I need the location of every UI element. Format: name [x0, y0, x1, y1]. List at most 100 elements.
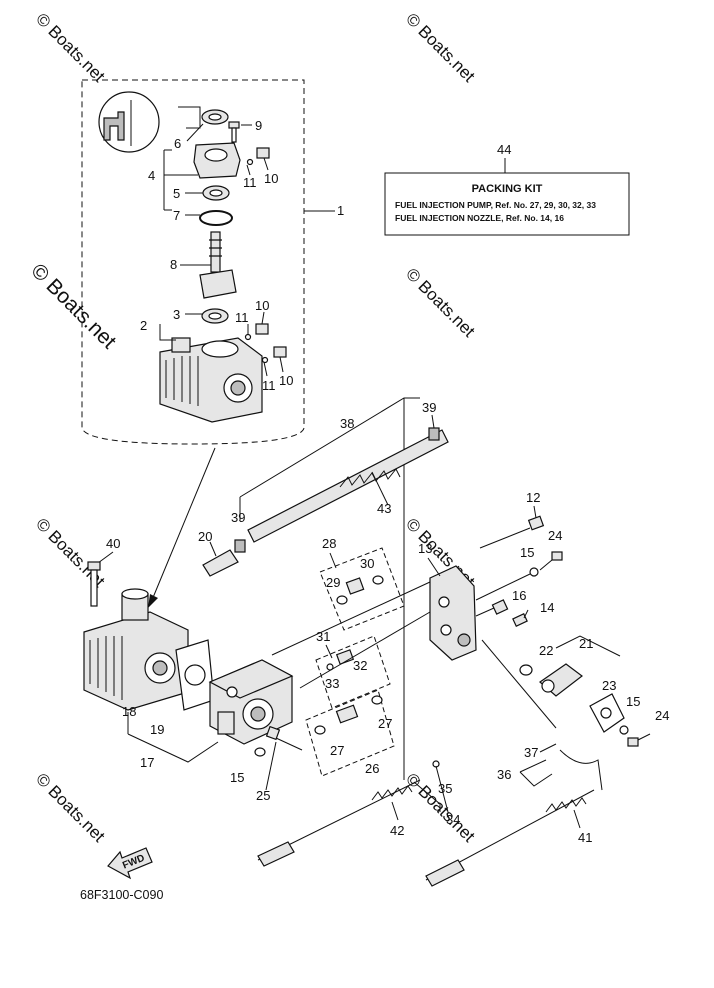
valve-29 [345, 577, 365, 595]
callout-8: 8 [170, 257, 177, 272]
callout-23: 23 [602, 678, 616, 693]
screw-10-lower [273, 346, 287, 358]
callout-3: 3 [173, 307, 180, 322]
control-rod-43 [247, 429, 449, 543]
bolt-9 [228, 121, 240, 129]
detail-section [103, 111, 125, 141]
packing-kit-frame [384, 172, 630, 236]
callout-44: 44 [497, 142, 511, 157]
callout-19: 19 [150, 722, 164, 737]
callout-16: 16 [512, 588, 526, 603]
callout-24: 24 [655, 708, 669, 723]
watermark: © Boats.net [32, 769, 109, 846]
callout-20: 20 [198, 529, 212, 544]
callout-39: 39 [231, 510, 245, 525]
watermark-dark: © Boats.net [26, 259, 120, 353]
callout-10: 10 [264, 171, 278, 186]
callout-13: 13 [418, 541, 432, 556]
callout-38: 38 [340, 416, 354, 431]
callout-1: 1 [337, 203, 344, 218]
callout-42: 42 [390, 823, 404, 838]
cylinder-block-inset [159, 337, 263, 423]
callout-27: 27 [378, 716, 392, 731]
callout-22: 22 [539, 643, 553, 658]
fwd-indicator: FWD [107, 847, 153, 880]
callout-30: 30 [360, 556, 374, 571]
inset-pointer-head [148, 594, 158, 608]
pump-exploded-inset: 6 9 4 11 10 5 7 1 8 3 10 2 11 11 10 [81, 79, 344, 608]
governor-housing: 13 [271, 541, 477, 689]
detail-circle [98, 91, 160, 153]
callout-15: 15 [626, 694, 640, 709]
injection-pump-body [208, 659, 294, 745]
callout-41: 41 [578, 830, 592, 845]
callout-35: 35 [438, 781, 452, 796]
group-26: 27 27 26 [305, 689, 395, 777]
callout-17: 17 [140, 755, 154, 770]
rod-end-20 [202, 549, 239, 577]
packing-kit-box: 44 PACKING KIT FUEL INJECTION PUMP, Ref.… [384, 142, 630, 236]
callout-11: 11 [235, 310, 249, 325]
watermark: © Boats.net [32, 9, 109, 86]
callout-29: 29 [326, 575, 340, 590]
inset-pointer [151, 447, 216, 601]
callout-10: 10 [279, 373, 293, 388]
callout-12: 12 [526, 490, 540, 505]
callout-11: 11 [243, 175, 257, 190]
o-ring-7 [199, 210, 233, 226]
callout-32: 32 [353, 658, 367, 673]
callout-34: 34 [446, 812, 460, 827]
callout-4: 4 [148, 168, 155, 183]
screw-10-upper [256, 147, 270, 159]
callout-37: 37 [524, 745, 538, 760]
gasket-19 [175, 639, 215, 711]
callout-6: 6 [174, 136, 181, 151]
callout-7: 7 [173, 208, 180, 223]
valve-32 [335, 649, 355, 665]
callout-15: 15 [230, 770, 244, 785]
callout-18: 18 [122, 704, 136, 719]
callout-24: 24 [548, 528, 562, 543]
inset-leaders [159, 106, 335, 377]
group-31: 31 32 33 [315, 629, 391, 709]
delivery-valve [335, 704, 359, 724]
inset-frame [81, 79, 305, 445]
callout-25: 25 [256, 788, 270, 803]
right-side-parts: 12 24 15 16 14 21 22 23 15 24 [475, 490, 669, 747]
callout-21: 21 [579, 636, 593, 651]
callout-2: 2 [140, 318, 147, 333]
callout-43: 43 [377, 501, 391, 516]
callout-15: 15 [520, 545, 534, 560]
screw-10-middle [255, 323, 269, 335]
callout-10: 10 [255, 298, 269, 313]
callout-33: 33 [325, 676, 339, 691]
watermark: © Boats.net [402, 9, 479, 86]
callout-39: 39 [422, 400, 436, 415]
callout-28: 28 [322, 536, 336, 551]
callout-5: 5 [173, 186, 180, 201]
packing-kit-line-1: FUEL INJECTION PUMP, Ref. No. 27, 29, 30… [395, 200, 596, 210]
callout-26: 26 [365, 761, 379, 776]
drive-shaft [210, 231, 221, 273]
clip-39-lower [234, 539, 246, 553]
clip-39-top [428, 427, 440, 441]
link-assembly: 35 34 42 41 37 36 [257, 743, 603, 887]
cylinder-block-assembly: 40 18 19 17 [83, 536, 219, 770]
packing-kit-title: PACKING KIT [472, 183, 543, 195]
fwd-arrow-icon [107, 847, 153, 880]
bolt-40 [87, 561, 101, 571]
cylinder-block-18 [83, 588, 189, 711]
control-rod-assembly: 38 43 39 39 20 [198, 397, 449, 780]
callout-14: 14 [540, 600, 554, 615]
callout-40: 40 [106, 536, 120, 551]
group-28: 28 29 30 [319, 536, 405, 631]
callout-27: 27 [330, 743, 344, 758]
bolt-25-assembly: 15 25 [230, 725, 303, 803]
packing-kit-line-2: FUEL INJECTION NOZZLE, Ref. No. 14, 16 [395, 213, 564, 223]
callout-9: 9 [255, 118, 262, 133]
callout-11: 11 [262, 378, 276, 393]
diagram-code: 68F3100-C090 [80, 888, 163, 902]
watermark: © Boats.net [402, 264, 479, 341]
callout-36: 36 [497, 767, 511, 782]
